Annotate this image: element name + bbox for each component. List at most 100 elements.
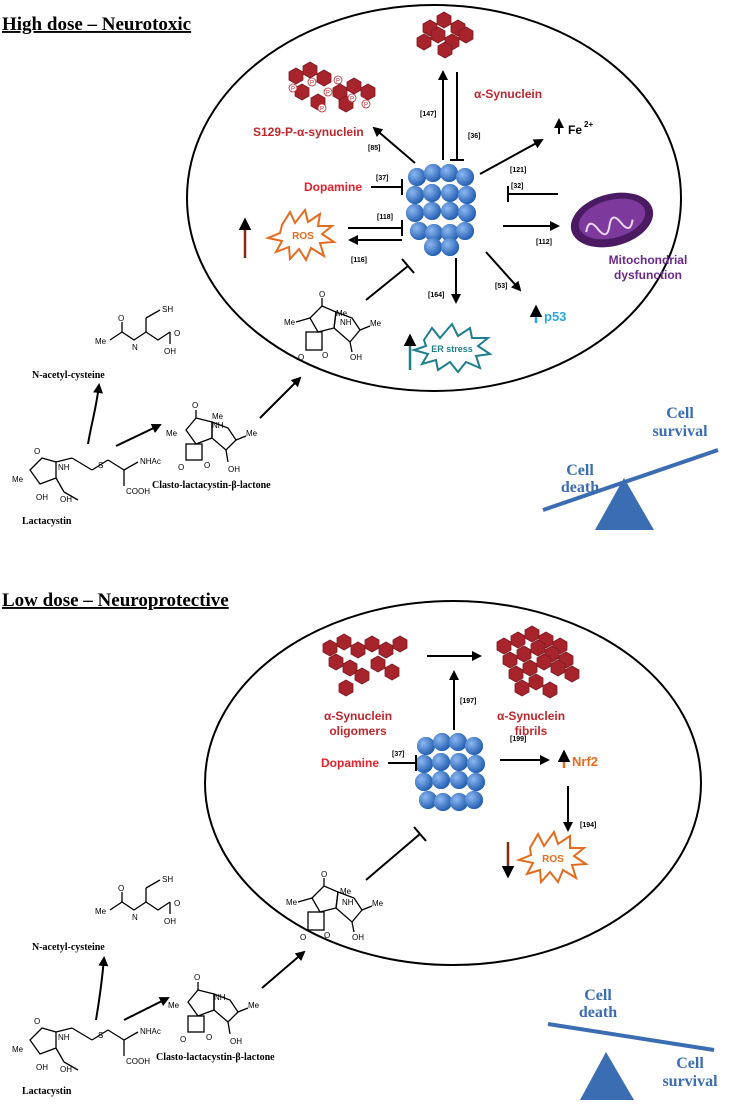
atom-o: O: [180, 1035, 186, 1044]
atom-s: S: [98, 1031, 103, 1040]
nac-label-low: N-acetyl-cysteine: [32, 942, 105, 953]
atom-nh: NH: [58, 463, 70, 472]
ref-36: [36]: [468, 133, 480, 140]
ros-burst-low: [515, 829, 589, 885]
ref-147: [147]: [420, 111, 436, 118]
atom-me: Me: [284, 318, 296, 327]
lactone-structure-in-cell-low: [297, 878, 373, 933]
atom-me: Me: [95, 337, 107, 346]
arrow-to-clasto-high: [115, 423, 162, 447]
clasto-label-high: Clasto-lactacystin-β-lactone: [152, 480, 271, 491]
arrow-to-cell-low: [261, 950, 306, 989]
atom-nh: NH: [340, 318, 352, 327]
ref-53: [53]: [495, 283, 507, 290]
atom-o: O: [300, 933, 306, 942]
ref-197: [197]: [460, 698, 476, 705]
atom-o: O: [298, 353, 304, 362]
er-stress-label: ER stress: [431, 344, 473, 354]
nrf2-label: Nrf2: [572, 754, 598, 769]
balance-right-label-line2-high: survival: [652, 423, 708, 440]
atom-nhac: NHAc: [140, 457, 161, 466]
atom-oh: OH: [36, 1063, 48, 1072]
atom-cooh: COOH: [126, 487, 150, 496]
atom-nhac: NHAc: [140, 1027, 161, 1036]
panel-title-low: Low dose – Neuroprotective: [2, 590, 229, 611]
fibrils-label-line1: α-Synuclein: [497, 709, 565, 723]
atom-oh: OH: [60, 1065, 72, 1074]
ref-118: [118]: [377, 214, 393, 221]
synuclein-fibrils-icon: [496, 625, 580, 699]
ros-label-low: ROS: [542, 854, 564, 865]
nac-structure-high: [109, 309, 171, 344]
er-stress-burst: [410, 322, 493, 374]
atom-me: Me: [370, 319, 382, 328]
lactone-inhibit-high: [365, 265, 409, 301]
atom-me: Me: [248, 1001, 260, 1010]
atom-o: O: [322, 351, 328, 360]
arrow-to-clasto-low: [123, 997, 170, 1021]
ref-37-low: [37]: [392, 751, 404, 758]
arrow-to-s129: [372, 126, 416, 164]
atom-sh: SH: [162, 875, 173, 884]
phospho-synuclein-cluster-icon: [288, 61, 376, 113]
ref-85: [85]: [368, 145, 380, 152]
mito-label-line1: Mitochondrial: [609, 253, 688, 267]
arrow-to-nac-low: [95, 956, 109, 1021]
lactacystin-label-high: Lactacystin: [22, 516, 72, 527]
atom-o: O: [194, 973, 200, 982]
atom-me: Me: [95, 907, 107, 916]
arrow-to-nac-high: [87, 383, 104, 445]
phospho-mark: P: [291, 87, 295, 93]
lactacystin-structure-low: [29, 1027, 139, 1071]
balance-left-label-line1-low: Cell: [584, 987, 612, 1004]
atom-oh: OH: [60, 495, 72, 504]
atom-s: S: [98, 461, 103, 470]
balance-left-label-line2-high: death: [561, 479, 599, 496]
proteasome-icon-low: [415, 733, 485, 811]
mito-label-line2: dysfunction: [614, 268, 682, 282]
atom-nh: NH: [214, 993, 226, 1002]
fe-label: Fe: [568, 123, 582, 137]
alpha-synuclein-label: α-Synuclein: [474, 87, 542, 101]
phospho-mark: P: [350, 97, 354, 103]
atom-me: Me: [286, 898, 298, 907]
phospho-mark: P: [326, 91, 330, 97]
atom-o: O: [321, 870, 327, 879]
atom-me: Me: [340, 887, 352, 896]
lactone-structure-in-cell-high: [295, 298, 371, 353]
balance-left-label-line1-high: Cell: [566, 462, 594, 479]
atom-n: N: [132, 913, 138, 922]
atom-oh: OH: [228, 465, 240, 474]
atom-me: Me: [246, 429, 258, 438]
atom-o: O: [178, 463, 184, 472]
atom-o: O: [204, 461, 210, 470]
dopamine-label-high: Dopamine: [304, 180, 362, 194]
oligomers-label-line1: α-Synuclein: [324, 709, 392, 723]
atom-o: O: [192, 401, 198, 410]
fibrils-label-line2: fibrils: [515, 724, 548, 738]
atom-o: O: [174, 329, 180, 338]
clasto-structure-high: [185, 410, 247, 463]
atom-sh: SH: [162, 305, 173, 314]
alpha-synuclein-cluster-icon: [416, 11, 474, 59]
p53-label: p53: [544, 309, 566, 324]
cell-outline-high: [186, 4, 682, 392]
atom-me: Me: [166, 429, 178, 438]
atom-oh: OH: [164, 347, 176, 356]
oligomers-label-line2: oligomers: [329, 724, 387, 738]
balance-right-label-line2-low: survival: [662, 1073, 718, 1090]
proteasome-icon: [406, 164, 476, 256]
ref-164: [164]: [428, 292, 444, 299]
atom-oh: OH: [352, 933, 364, 942]
dopamine-label-low: Dopamine: [321, 756, 379, 770]
balance-beam-high: [542, 448, 719, 512]
atom-me: Me: [336, 309, 348, 318]
atom-me: Me: [12, 475, 24, 484]
clasto-label-low: Clasto-lactacystin-β-lactone: [156, 1052, 275, 1063]
lactacystin-structure-high: [29, 457, 139, 501]
ref-112: [112]: [536, 239, 552, 246]
atom-nh: NH: [342, 898, 354, 907]
phospho-mark: P: [310, 81, 314, 87]
atom-nh: NH: [58, 1033, 70, 1042]
